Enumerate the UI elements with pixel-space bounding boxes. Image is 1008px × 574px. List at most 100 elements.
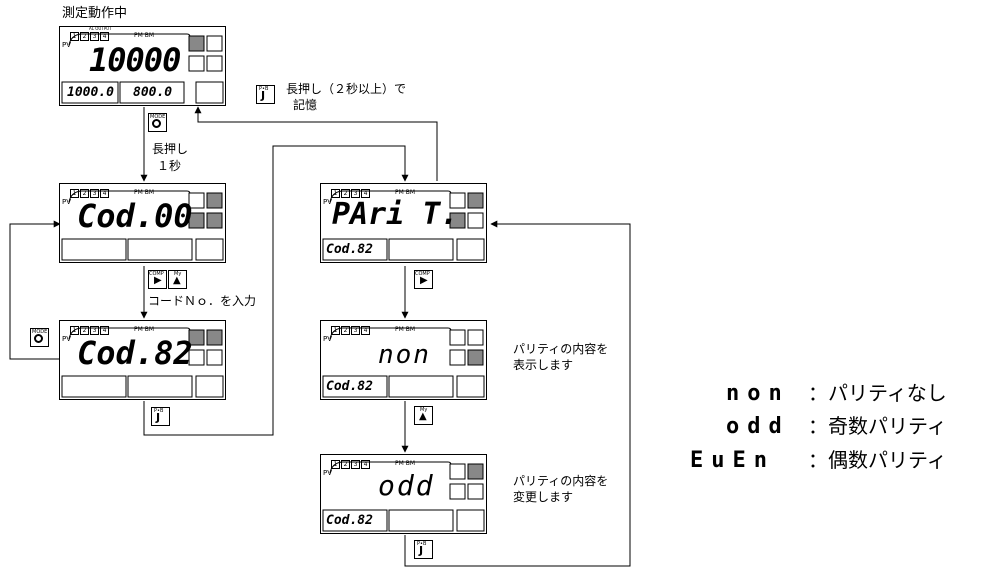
pv-label: PV xyxy=(323,469,333,477)
led-1: 1 xyxy=(70,189,79,198)
al-output-label: AL OUTPUT xyxy=(89,26,112,31)
comp-key-label: COMP xyxy=(149,271,164,277)
arrow-d4-to-d1 xyxy=(194,106,438,181)
arrow-d6-loop-back xyxy=(404,220,631,567)
legend-code-non: non xyxy=(726,381,790,406)
triangle-up-icon: ▲ xyxy=(173,275,181,286)
pm-bm-label: PM BM xyxy=(134,189,154,196)
sub-left-value: Cod.82 xyxy=(326,513,373,528)
triangle-right-icon: ▶ xyxy=(154,275,162,286)
led-3: 3 xyxy=(351,189,360,198)
led-2: 2 xyxy=(80,32,89,41)
pv-label: PV xyxy=(62,335,72,343)
store-label-line2: 記憶 xyxy=(293,98,318,112)
device-frame xyxy=(320,454,487,534)
comp-key-label: COMP xyxy=(415,271,430,277)
triangle-up-icon: ▲ xyxy=(419,411,427,422)
led-1: 1 xyxy=(70,326,79,335)
legend-code-even: EuEn xyxy=(690,448,775,473)
store-label-line1: 長押し（２秒以上）で xyxy=(286,82,407,96)
my-key-icon[interactable]: My ▲ xyxy=(168,270,187,289)
one-second-label: １秒 xyxy=(157,159,182,173)
led-3: 3 xyxy=(351,460,360,469)
main-value: odd xyxy=(378,469,435,502)
main-value: PAri T. xyxy=(332,197,459,232)
enter-key-icon-d6[interactable]: P•B J xyxy=(414,540,433,559)
enter-key-label: P•B xyxy=(417,541,427,547)
my-key-label: My xyxy=(420,407,428,413)
arrow-d3-loop-back xyxy=(9,220,61,360)
legend-desc-non: ：パリティなし xyxy=(808,381,947,405)
device-frame xyxy=(59,320,226,400)
mode-key-icon-loop[interactable]: MODE xyxy=(30,328,49,347)
device-display-code-00: PV PM BM 1 2 3 4 Cod.00 xyxy=(59,183,226,263)
long-press-label: 長押し xyxy=(152,142,189,156)
led-1: 1 xyxy=(70,32,79,41)
enter-key-icon-store[interactable]: P•B J xyxy=(256,85,275,104)
sub-left-value: 1000.0 xyxy=(67,85,114,100)
led-2: 2 xyxy=(341,326,350,335)
enter-hook-icon: J xyxy=(419,544,424,557)
legend-desc-even: ：偶数パリティ xyxy=(808,448,947,472)
comp-key-icon-d4[interactable]: COMP ▶ xyxy=(414,270,433,289)
pm-bm-label: PM BM xyxy=(395,189,415,196)
device-frame xyxy=(59,26,226,106)
main-value: Cod.00 xyxy=(77,197,193,235)
pv-label: PV xyxy=(62,198,72,206)
mode-key-label: MODE xyxy=(32,329,48,335)
show-parity-line2: 表示します xyxy=(513,358,574,372)
pv-label: PV xyxy=(62,41,72,49)
main-value: 10000 xyxy=(89,41,181,79)
led-3: 3 xyxy=(90,32,99,41)
led-2: 2 xyxy=(341,460,350,469)
enter-key-icon-d3[interactable]: P•B J xyxy=(151,407,170,426)
led-4: 4 xyxy=(100,32,109,41)
change-parity-line2: 変更します xyxy=(513,490,574,504)
pm-bm-label: PM BM xyxy=(395,326,415,333)
device-display-code-82: PV PM BM 1 2 3 4 Cod.82 xyxy=(59,320,226,400)
enter-key-label: P•B xyxy=(259,86,269,92)
arrow-d3-to-d4 xyxy=(143,145,409,436)
change-parity-line1: パリティの内容を xyxy=(513,474,609,488)
main-value: non xyxy=(378,340,431,370)
enter-hook-icon: J xyxy=(261,89,266,102)
led-4: 4 xyxy=(361,189,370,198)
my-key-label: My xyxy=(174,271,182,277)
device-frame xyxy=(320,183,487,263)
led-1: 1 xyxy=(331,189,340,198)
device-display-non: PV PM BM 1 2 3 4 non Cod.82 xyxy=(320,320,487,400)
my-key-icon-d5[interactable]: My ▲ xyxy=(414,406,433,425)
enter-hook-icon: J xyxy=(156,411,161,424)
led-1: 1 xyxy=(331,460,340,469)
mode-circle-icon xyxy=(34,334,43,343)
enter-key-label: P•B xyxy=(154,408,164,414)
led-2: 2 xyxy=(80,326,89,335)
device-display-odd: PV PM BM 1 2 3 4 odd Cod.82 xyxy=(320,454,487,534)
led-4: 4 xyxy=(361,460,370,469)
mode-circle-icon xyxy=(152,119,161,128)
sub-right-value: 800.0 xyxy=(133,85,173,100)
led-4: 4 xyxy=(361,326,370,335)
pm-bm-label: PM BM xyxy=(395,460,415,467)
legend-code-odd: odd xyxy=(726,414,790,439)
led-4: 4 xyxy=(100,326,109,335)
show-parity-line1: パリティの内容を xyxy=(513,342,609,356)
sub-left-value: Cod.82 xyxy=(326,379,373,394)
status-label: 測定動作中 xyxy=(62,6,128,21)
main-value: Cod.82 xyxy=(77,334,193,372)
led-3: 3 xyxy=(351,326,360,335)
sub-left-value: Cod.82 xyxy=(326,242,373,257)
mode-key-icon[interactable]: MODE xyxy=(148,113,167,132)
led-1: 1 xyxy=(331,326,340,335)
device-display-measuring: PV PM BM AL OUTPUT 1 2 3 4 10000 1000.0 … xyxy=(59,26,226,106)
led-3: 3 xyxy=(90,326,99,335)
triangle-right-icon: ▶ xyxy=(420,275,428,286)
led-2: 2 xyxy=(80,189,89,198)
led-3: 3 xyxy=(90,189,99,198)
mode-key-label: MODE xyxy=(150,114,166,120)
device-frame xyxy=(59,183,226,263)
device-display-parity: PV PM BM 1 2 3 4 PAri T. Cod.82 xyxy=(320,183,487,263)
comp-key-icon[interactable]: COMP ▶ xyxy=(148,270,167,289)
